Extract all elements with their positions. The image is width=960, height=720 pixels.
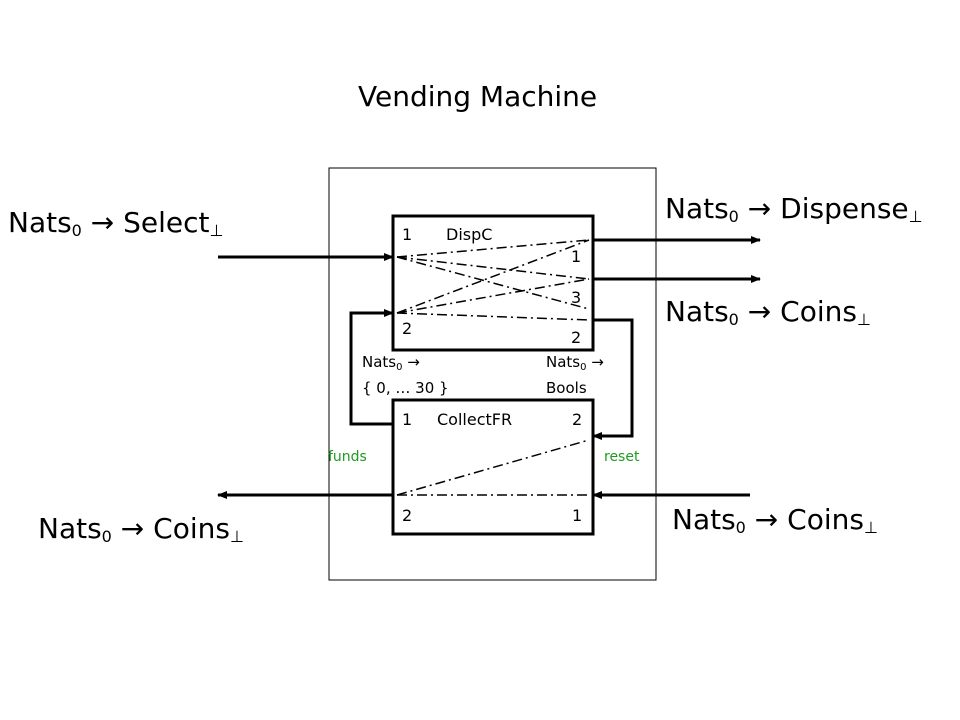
dispc-in-port-2: 2 <box>402 319 413 338</box>
range-text: { 0, … 30 } <box>362 379 449 397</box>
funds-type-label: Nats0 → { 0, … 30 } <box>362 352 449 398</box>
bottom-symbol: ⊥ <box>229 527 244 546</box>
nats-text: Nats <box>665 295 729 328</box>
collectfr-in-port-2: 2 <box>572 410 583 429</box>
nats-text: Nats <box>665 192 729 225</box>
collectfr-out-port-1: 1 <box>572 506 583 525</box>
diagram-title: Vending Machine <box>358 80 598 113</box>
dispense-type-label: Nats0 → Dispense⊥ <box>665 192 923 226</box>
collectfr-in-port-1: 1 <box>402 410 413 429</box>
collectfr-out-port-2: 2 <box>402 506 413 525</box>
reset-wire <box>592 318 634 440</box>
arrow-symbol: → <box>747 192 772 225</box>
funds-wire-label: funds <box>328 449 367 465</box>
nats-subscript: 0 <box>728 310 739 329</box>
nats-subscript: 0 <box>101 527 112 546</box>
dispc-out-port-3: 3 <box>571 288 582 307</box>
outer-frame <box>328 167 657 581</box>
coins-in-type-label: Nats0 → Coins⊥ <box>672 503 878 537</box>
dispc-box <box>391 214 595 352</box>
coins-return-type-label: Nats0 → Coins⊥ <box>38 512 244 546</box>
dispense-text: Dispense <box>780 192 909 225</box>
dispc-in-port-1: 1 <box>402 225 413 244</box>
coins-text: Coins <box>787 503 864 536</box>
bottom-symbol: ⊥ <box>908 207 923 226</box>
bottom-symbol: ⊥ <box>863 518 878 537</box>
collectfr-name: CollectFR <box>437 410 513 429</box>
arrow-symbol: → <box>407 353 420 371</box>
nats-text: Nats <box>38 512 102 545</box>
nats-text: Nats <box>362 353 397 371</box>
reset-type-label: Nats0 → Bools <box>546 352 604 398</box>
dispc-name: DispC <box>446 225 493 244</box>
funds-wire <box>349 309 394 426</box>
select-type-label: Nats0 → Select⊥ <box>8 206 223 240</box>
arrow-symbol: → <box>591 353 604 371</box>
nats-text: Nats <box>8 206 72 239</box>
arrow-symbol: → <box>90 206 115 239</box>
nats-subscript: 0 <box>735 518 746 537</box>
dispc-out-port-2: 2 <box>571 328 582 347</box>
bottom-symbol: ⊥ <box>856 310 871 329</box>
collectfr-internal-links <box>396 439 590 496</box>
arrow-symbol: → <box>747 295 772 328</box>
nats-subscript: 0 <box>580 362 587 373</box>
arrow-symbol: → <box>120 512 145 545</box>
select-text: Select <box>123 206 210 239</box>
dispc-out-port-1: 1 <box>571 247 582 266</box>
nats-text: Nats <box>546 353 581 371</box>
nats-subscript: 0 <box>396 362 403 373</box>
reset-wire-label: reset <box>604 449 640 465</box>
bools-text: Bools <box>546 379 587 397</box>
coins-out-type-label: Nats0 → Coins⊥ <box>665 295 871 329</box>
collectfr-box <box>391 398 595 536</box>
nats-subscript: 0 <box>728 207 739 226</box>
bottom-symbol: ⊥ <box>209 221 224 240</box>
coins-text: Coins <box>153 512 230 545</box>
nats-text: Nats <box>672 503 736 536</box>
coins-text: Coins <box>780 295 857 328</box>
dispc-internal-links <box>396 239 590 321</box>
nats-subscript: 0 <box>71 221 82 240</box>
arrow-symbol: → <box>754 503 779 536</box>
